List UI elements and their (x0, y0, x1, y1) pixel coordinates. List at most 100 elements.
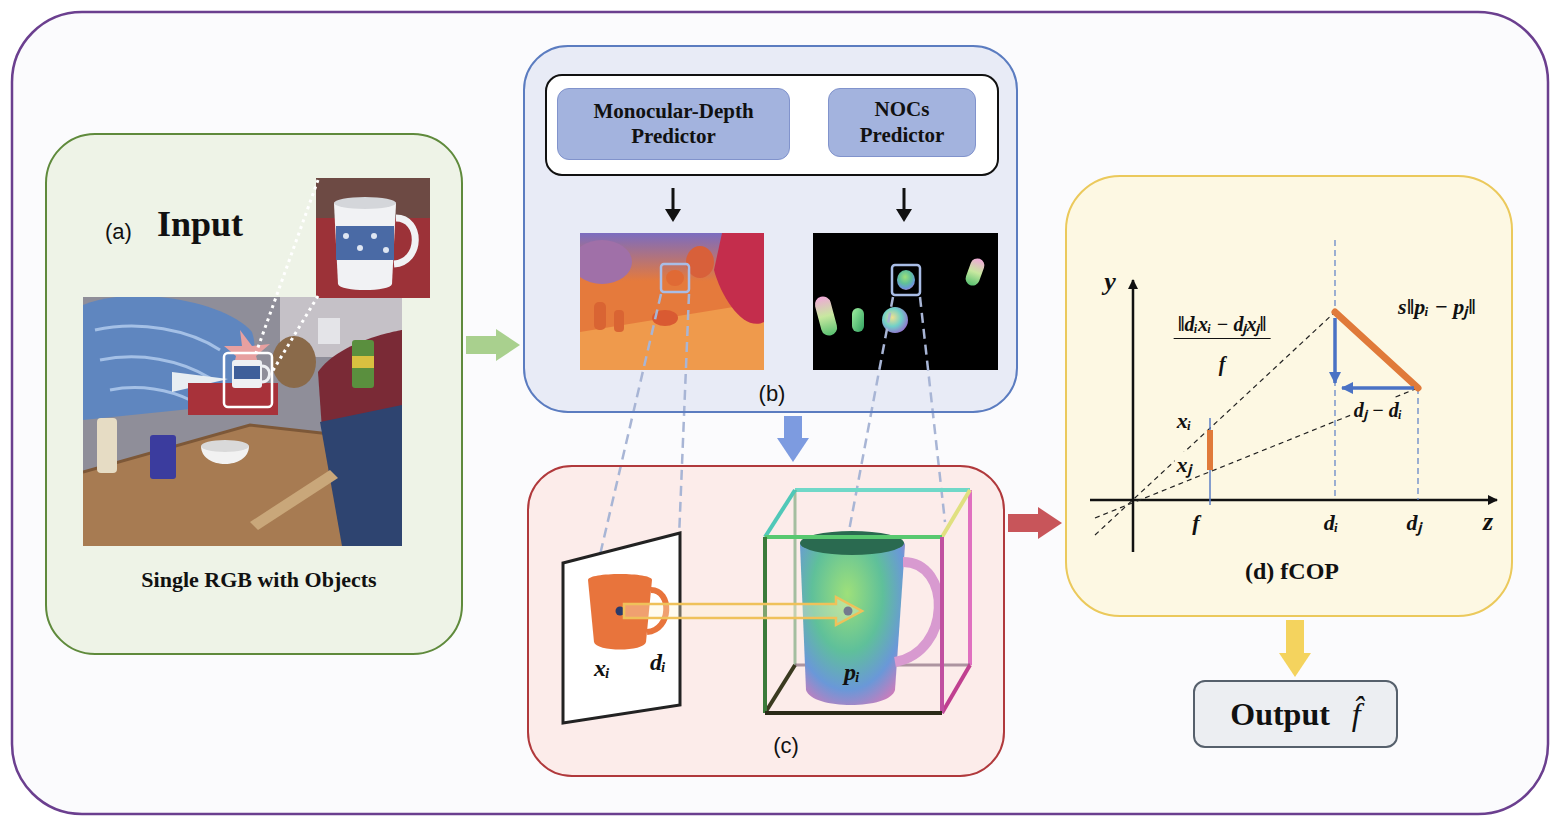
scene-photo (250, 470, 338, 530)
fcop-plot (1334, 240, 1335, 500)
tick-label: dᵢ (1322, 510, 1341, 536)
nocs-cube (765, 490, 795, 537)
panel-caption: Single RGB with Objects (141, 567, 376, 593)
formula-label: dⱼ − dᵢ (1352, 398, 1405, 422)
fcop-plot (1095, 388, 1418, 518)
nocs-cube (895, 562, 939, 662)
predictor-box: NOCs Predictor (828, 88, 976, 157)
fcop-plot (1095, 312, 1335, 535)
photo-inset (343, 233, 349, 239)
nocs-map (813, 295, 839, 338)
photo-inset (336, 226, 394, 260)
fcop-plot (1333, 318, 1337, 383)
nocs-map (892, 265, 920, 295)
correspondence-panel: (c) (527, 465, 1005, 777)
output-symbol: f̂ (1352, 695, 1361, 733)
photo-inset (371, 233, 377, 239)
panel-heading: Input (157, 203, 243, 246)
photo-inset (383, 247, 389, 253)
scene-photo (201, 440, 249, 452)
predictor-panel: Monocular-Depth PredictorNOCs Predictor(… (523, 45, 1018, 413)
nocs-cube (942, 490, 970, 537)
photo-inset (334, 198, 396, 290)
photo-inset (256, 178, 430, 372)
depth-map (661, 264, 689, 292)
predictor-frame (903, 188, 906, 210)
photo-inset (394, 218, 415, 264)
scene-photo (97, 418, 117, 473)
depth-map (666, 270, 684, 286)
depth-map (714, 233, 764, 324)
formula-numerator: ‖dᵢxᵢ − dⱼxⱼ‖ (1174, 312, 1271, 339)
scene-photo (224, 353, 272, 407)
panel-fill (45, 45, 1513, 777)
correspondence-arrow (624, 597, 862, 625)
flow-arrow (466, 336, 496, 354)
point-label: xᵢ (1175, 408, 1194, 434)
axis-label: y (1102, 266, 1118, 297)
fcop-panel: (d) fCOP (1065, 175, 1513, 617)
scene-photo (150, 435, 176, 479)
input-panel: (a) InputSingle RGB with Objects (45, 133, 463, 655)
outer-frame (12, 12, 1548, 814)
outer-frame (12, 12, 1548, 814)
box-label: NOCs Predictor (841, 97, 963, 147)
depth-map (614, 310, 624, 332)
nocs-cube (765, 711, 942, 715)
leader-line (679, 294, 689, 538)
panel-tag: (a) (105, 219, 132, 245)
nocs-cube (765, 665, 795, 713)
scene-photo (232, 360, 262, 388)
nocs-map (852, 308, 864, 332)
nocs-cube (942, 665, 970, 713)
scene-photo (318, 318, 340, 344)
image-plane (563, 533, 680, 723)
nocs-cube (968, 490, 972, 665)
fcop-plot (1207, 430, 1213, 470)
depth-map (594, 302, 606, 330)
scene-photo (234, 366, 260, 379)
depth-map (580, 240, 632, 284)
scene-photo (352, 340, 374, 388)
image-plane (563, 533, 680, 723)
photo-inset (357, 245, 363, 251)
nocs-cube (765, 535, 942, 539)
flow-arrow (1286, 620, 1304, 653)
photo-inset (256, 180, 318, 353)
nocs-map (897, 270, 915, 290)
panel-fill (523, 45, 1018, 413)
fcop-plot (1342, 386, 1414, 390)
photo-inset (334, 197, 396, 209)
fcop-plot (1090, 499, 1497, 502)
scene-photo (272, 336, 316, 388)
fcop-plot (1132, 280, 1135, 552)
photo-inset (316, 178, 430, 298)
panel-tag: (b) (759, 381, 786, 407)
nocs-map (813, 233, 998, 370)
fcop-plot (1090, 240, 1497, 552)
predictor-frame (896, 209, 912, 222)
scene-photo (352, 356, 374, 368)
output-box: Outputf̂ (1193, 680, 1398, 748)
panel-fill (527, 465, 1005, 777)
nocs-cube (800, 534, 905, 705)
predictor-frame (665, 209, 681, 222)
panel-fill (1065, 175, 1513, 617)
depth-map (580, 233, 764, 370)
fcop-plot (1335, 312, 1418, 388)
scene-photo (83, 297, 402, 546)
tick-label: dⱼ (1405, 510, 1424, 536)
panel-fill (45, 133, 463, 655)
point-label: pᵢ (842, 658, 862, 687)
point-label: xᵢ (592, 654, 612, 683)
formula-label: s‖pᵢ − pⱼ‖ (1396, 294, 1478, 320)
photo-inset (272, 296, 318, 372)
flow-arrow (1008, 514, 1038, 532)
formula-denominator: f (1217, 352, 1228, 376)
nocs-cube (795, 488, 970, 492)
fcop-plot (1417, 388, 1418, 500)
panel-tag: (c) (773, 733, 799, 759)
nocs-cube (940, 537, 944, 713)
correspondence-arrow (624, 597, 862, 625)
scene-photo (188, 383, 278, 415)
